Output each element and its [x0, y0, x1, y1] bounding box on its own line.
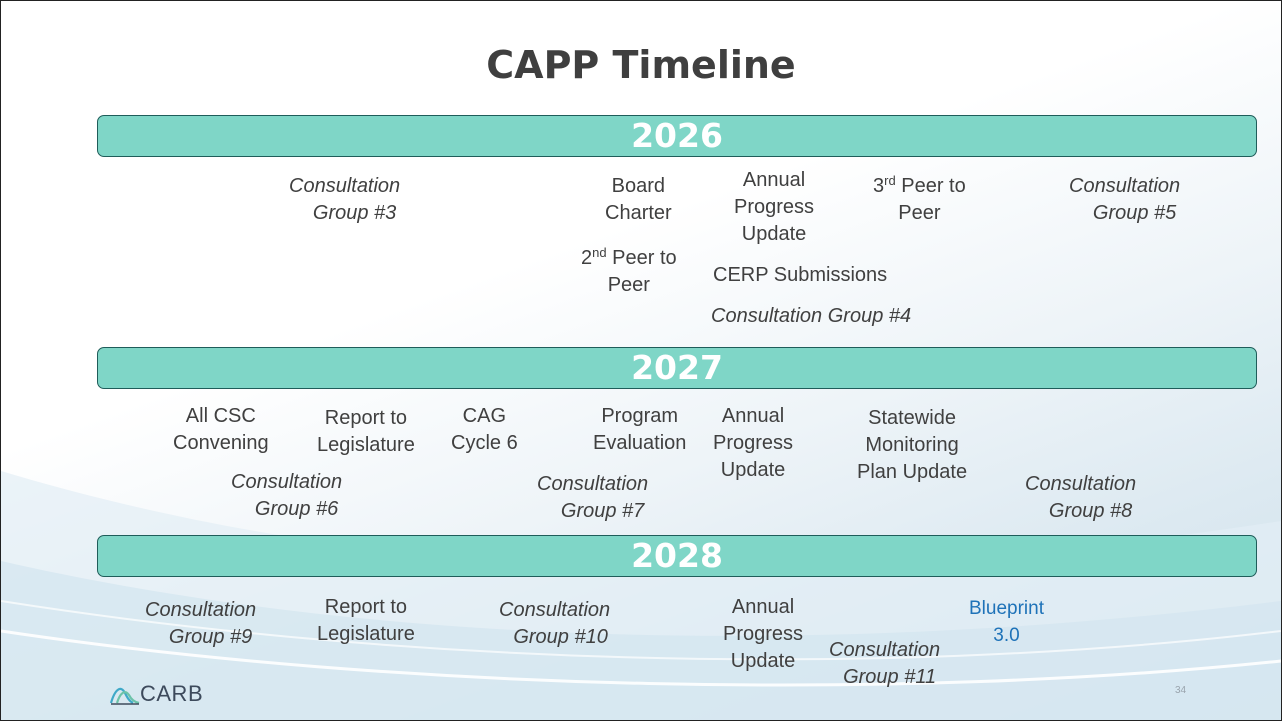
annual-progress-update-2027: Annual Progress Update [713, 403, 793, 484]
blueprint-3: Blueprint 3.0 [969, 595, 1044, 649]
rtl28-line2: Legislature [317, 623, 415, 645]
cg7-line1: Consultation [537, 473, 649, 495]
board-line2: Charter [605, 202, 672, 224]
apu26-line2: Progress [734, 196, 815, 218]
page-title: CAPP Timeline [486, 43, 796, 87]
bp-line1: Blueprint [969, 598, 1044, 619]
apu27-line2: Progress [713, 432, 794, 454]
carb-logo-icon [109, 687, 140, 705]
apu26-line3: Update [741, 223, 807, 245]
csc-line2: Convening [173, 432, 269, 454]
apu27-line1: Annual [721, 405, 785, 427]
smp-line3: Plan Update [857, 461, 968, 483]
board-line1: Board [611, 175, 666, 197]
apu27-line3: Update [720, 459, 786, 481]
consultation-group-5: Consultation Group #5 [1069, 173, 1180, 227]
page-number: 34 [1175, 685, 1187, 696]
bp-line2: 3.0 [993, 625, 1020, 646]
cg3-line2: Group #3 [312, 202, 397, 224]
annual-progress-update-2026: Annual Progress Update [734, 167, 814, 248]
program-evaluation: Program Evaluation [593, 403, 686, 457]
consultation-group-4: Consultation Group #4 [711, 305, 912, 327]
smp-line2: Monitoring [865, 434, 959, 456]
cg8-line1: Consultation [1025, 473, 1137, 495]
p2p2-line2: Peer [607, 274, 650, 296]
rtl27-line2: Legislature [317, 434, 415, 456]
peer-to-peer-2: 2nd Peer to Peer [581, 245, 677, 299]
cg10-line1: Consultation [499, 599, 611, 621]
cg10-line2: Group #10 [513, 626, 608, 648]
consultation-group-9: Consultation Group #9 [145, 597, 256, 651]
cg11-line2: Group #11 [843, 666, 937, 688]
peer-to-peer-3: 3rd Peer to Peer [873, 173, 966, 227]
logo-text: CARB [140, 681, 204, 706]
p2p3-line2: Peer [898, 202, 941, 224]
year-bar-2026: 2026 [97, 115, 1257, 157]
consultation-group-11: Consultation Group #11 [829, 637, 940, 691]
cg5-line1: Consultation [1069, 175, 1181, 197]
cg8-line2: Group #8 [1048, 500, 1133, 522]
cg9-line2: Group #9 [168, 626, 253, 648]
csc-line1: All CSC [185, 405, 256, 427]
annual-progress-update-2028: Annual Progress Update [723, 594, 803, 675]
board-charter: Board Charter [605, 173, 672, 227]
apu26-line1: Annual [742, 169, 806, 191]
apu28-line2: Progress [723, 623, 804, 645]
pe-line2: Evaluation [593, 432, 687, 454]
cg6-line2: Group #6 [254, 498, 339, 520]
consultation-group-3: Consultation Group #3 [289, 173, 400, 227]
rtl28-line1: Report to [324, 596, 408, 618]
cg11-line1: Consultation [829, 639, 941, 661]
cerp-submissions: CERP Submissions [713, 264, 888, 286]
p2p3-line1: 3rd Peer to [873, 173, 966, 197]
cag-line2: Cycle 6 [451, 432, 518, 454]
consultation-group-7: Consultation Group #7 [537, 471, 648, 525]
cg6-line1: Consultation [231, 471, 343, 493]
cag-cycle-6: CAG Cycle 6 [451, 403, 518, 457]
consultation-group-8: Consultation Group #8 [1025, 471, 1136, 525]
cag-line1: CAG [462, 405, 507, 427]
cg5-line2: Group #5 [1092, 202, 1177, 224]
consultation-group-6: Consultation Group #6 [231, 469, 342, 523]
consultation-group-10: Consultation Group #10 [499, 597, 610, 651]
all-csc-convening: All CSC Convening [173, 403, 269, 457]
p2p2-line1: 2nd Peer to [581, 245, 677, 269]
apu28-line3: Update [730, 650, 796, 672]
rtl27-line1: Report to [324, 407, 408, 429]
smp-line1: Statewide [868, 407, 956, 429]
cg7-line2: Group #7 [560, 500, 645, 522]
pe-line1: Program [601, 405, 679, 427]
cg9-line1: Consultation [145, 599, 257, 621]
report-to-legislature-2027: Report to Legislature [317, 405, 415, 459]
year-bar-2028: 2028 [97, 535, 1257, 577]
apu28-line1: Annual [731, 596, 795, 618]
cg3-line1: Consultation [289, 175, 401, 197]
report-to-legislature-2028: Report to Legislature [317, 594, 415, 648]
statewide-monitoring-plan-update: Statewide Monitoring Plan Update [857, 405, 967, 486]
year-bar-2027: 2027 [97, 347, 1257, 389]
